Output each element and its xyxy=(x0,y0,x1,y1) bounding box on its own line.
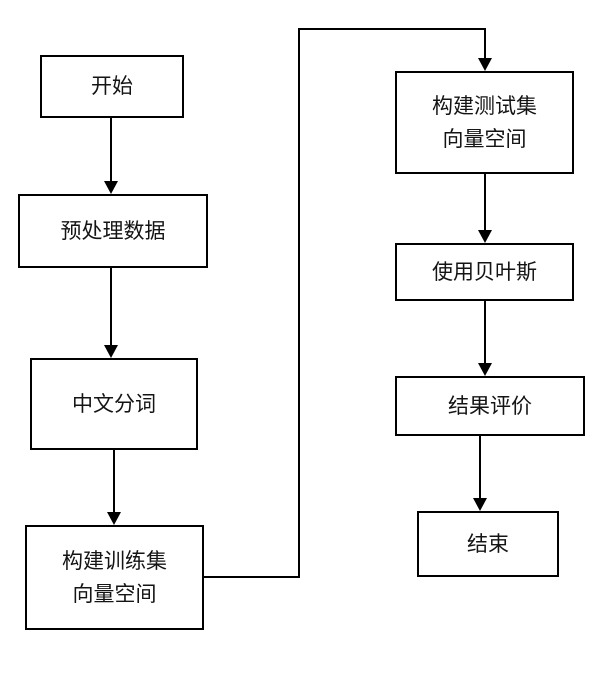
arrow-segment-train-head-icon xyxy=(107,512,121,525)
connector-train-test-drop-segment xyxy=(484,28,486,60)
node-train-label-line2: 向量空间 xyxy=(72,581,157,606)
node-segment-label: 中文分词 xyxy=(72,391,156,416)
arrow-preprocess-segment-line xyxy=(110,267,112,347)
arrow-bayes-eval-line xyxy=(484,300,486,365)
node-preprocess: 预处理数据 xyxy=(18,194,208,268)
arrow-preprocess-segment-head-icon xyxy=(104,345,118,358)
connector-train-test-bottom-segment xyxy=(204,576,300,578)
arrow-bayes-eval-head-icon xyxy=(478,363,492,376)
node-start-label: 开始 xyxy=(91,74,133,99)
node-end: 结束 xyxy=(417,511,559,577)
arrow-eval-end-head-icon xyxy=(473,498,487,511)
node-preprocess-label: 预处理数据 xyxy=(60,218,166,243)
node-test-label-line2: 向量空间 xyxy=(442,126,527,151)
connector-train-test-head-icon xyxy=(478,58,492,71)
arrow-segment-train-line xyxy=(113,449,115,514)
node-start: 开始 xyxy=(40,55,184,118)
node-end-label: 结束 xyxy=(467,531,509,556)
node-train: 构建训练集 向量空间 xyxy=(25,525,204,630)
node-segment: 中文分词 xyxy=(30,358,198,450)
arrow-test-bayes-head-icon xyxy=(478,230,492,243)
arrow-start-preprocess-head-icon xyxy=(104,181,118,194)
node-train-label-line1: 构建训练集 xyxy=(62,548,167,573)
connector-train-test-top-segment xyxy=(298,28,486,30)
arrow-test-bayes-line xyxy=(484,173,486,232)
node-eval: 结果评价 xyxy=(395,376,585,436)
node-test: 构建测试集 向量空间 xyxy=(395,71,574,174)
node-eval-label: 结果评价 xyxy=(448,393,532,418)
arrow-eval-end-line xyxy=(479,436,481,500)
connector-train-test-left-rail xyxy=(298,28,300,578)
arrow-start-preprocess-line xyxy=(110,117,112,183)
node-test-label-line1: 构建测试集 xyxy=(432,93,537,118)
node-bayes: 使用贝叶斯 xyxy=(395,243,574,301)
node-bayes-label: 使用贝叶斯 xyxy=(432,259,537,284)
